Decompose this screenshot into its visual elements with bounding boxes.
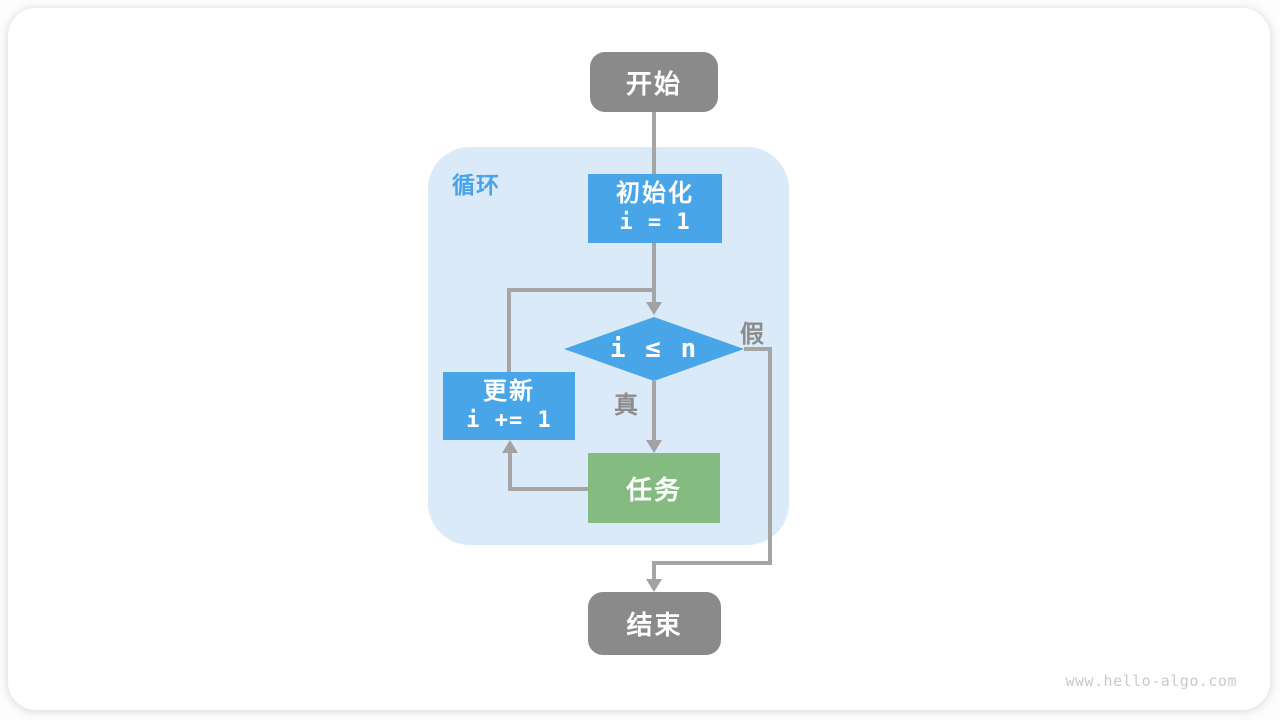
connector-start-init [652,112,656,175]
watermark: www.hello-algo.com [1065,672,1237,690]
connector-init-diamond [652,243,656,303]
connector-task-update [508,453,512,491]
false-branch-label: 假 [740,321,764,348]
end-node: 结束 [588,592,721,655]
end-node-label: 结束 [626,610,683,640]
connector-false-left [652,561,772,565]
task-node: 任务 [588,453,720,523]
true-branch-label: 真 [614,392,638,419]
connector-false-right [744,347,770,351]
update-node: 更新 i += 1 [443,372,575,440]
arrowhead-diamond-top [646,302,662,315]
loop-label: 循环 [452,172,500,198]
connector-false-down [768,347,772,565]
task-node-label: 任务 [625,474,682,505]
condition-label: i ≤ n [609,334,699,364]
start-node-label: 开始 [625,68,682,99]
arrowhead-task-top [646,440,662,453]
init-node-label: 初始化 [616,180,694,208]
init-node-code: i = 1 [619,210,691,236]
init-node: 初始化 i = 1 [588,174,722,243]
start-node: 开始 [590,52,718,112]
connector-diamond-task [652,381,656,440]
arrowhead-end-top [646,579,662,592]
arrowhead-update-bottom [502,440,518,453]
connector-false-final [652,561,656,579]
connector-update-up [507,288,511,372]
update-node-code: i += 1 [466,407,552,433]
connector-update-merge [507,288,656,292]
connector-task-left [508,487,588,491]
update-node-label: 更新 [483,377,535,405]
